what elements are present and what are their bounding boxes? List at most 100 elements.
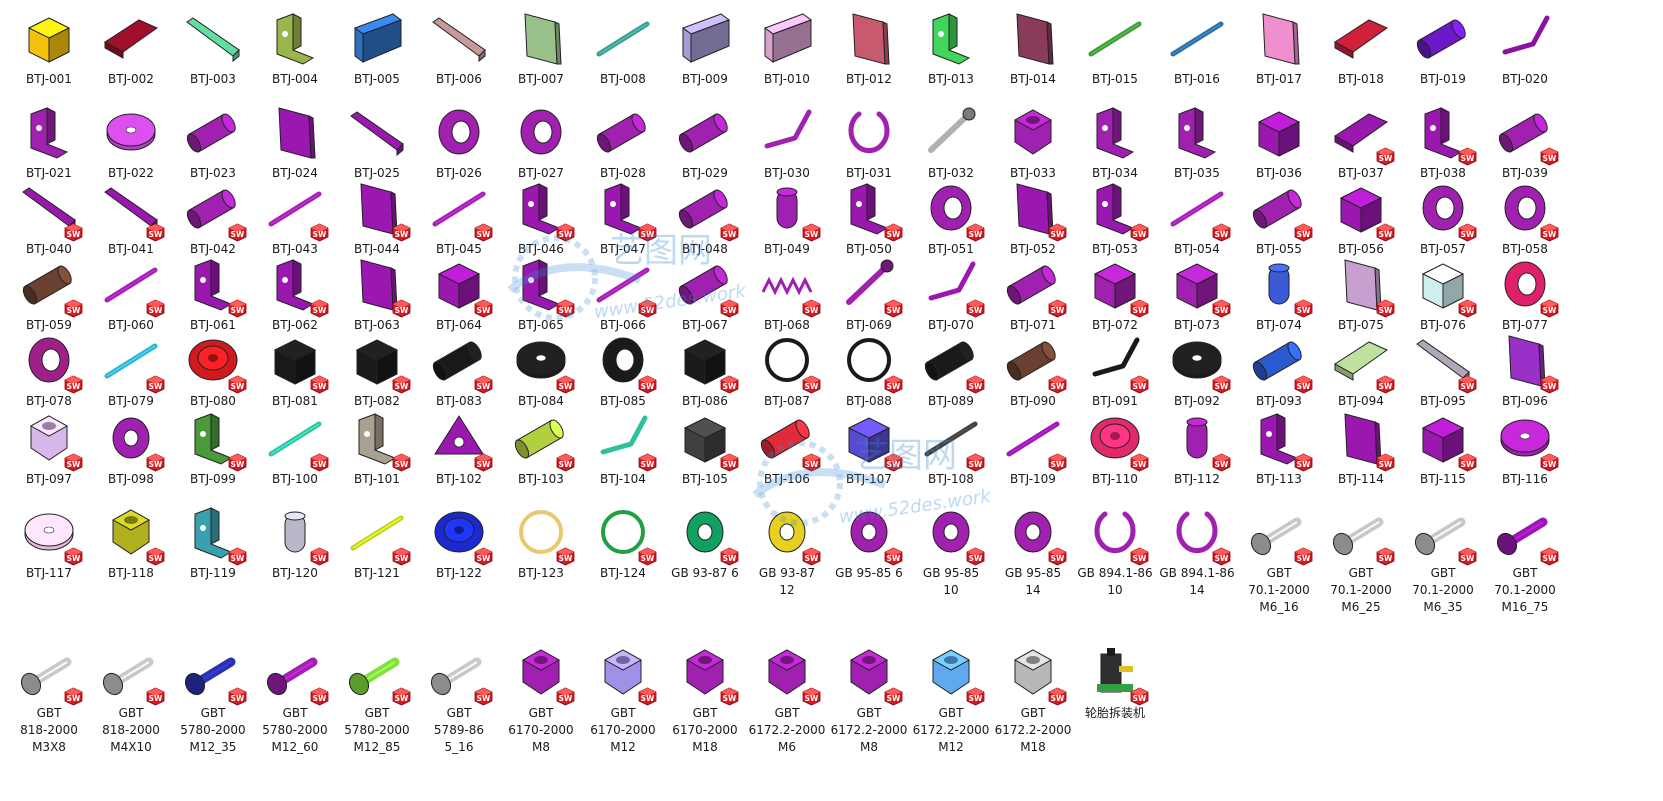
file-item[interactable]: BTJ-018: [1318, 6, 1404, 88]
file-item[interactable]: BTJ-007: [498, 6, 584, 88]
file-item[interactable]: BTJ-017: [1236, 6, 1322, 88]
file-item[interactable]: BTJ-002: [88, 6, 174, 88]
file-item[interactable]: BTJ-023: [170, 100, 256, 182]
file-item[interactable]: BTJ-010: [744, 6, 830, 88]
file-item[interactable]: BTJ-001: [6, 6, 92, 88]
file-item[interactable]: BTJ-036: [1236, 100, 1322, 182]
file-item[interactable]: BTJ-003: [170, 6, 256, 88]
file-item[interactable]: BTJ-006: [416, 6, 502, 88]
file-item[interactable]: BTJ-035: [1154, 100, 1240, 182]
file-item[interactable]: BTJ-020: [1482, 6, 1568, 88]
file-item[interactable]: BTJ-027: [498, 100, 584, 182]
file-item[interactable]: BTJ-033: [990, 100, 1076, 182]
file-item[interactable]: BTJ-016: [1154, 6, 1240, 88]
file-item[interactable]: BTJ-025: [334, 100, 420, 182]
file-item[interactable]: BTJ-028: [580, 100, 666, 182]
file-item[interactable]: BTJ-019: [1400, 6, 1486, 88]
file-item[interactable]: BTJ-013: [908, 6, 994, 88]
file-item[interactable]: BTJ-005: [334, 6, 420, 88]
file-item[interactable]: BTJ-014: [990, 6, 1076, 88]
file-item[interactable]: BTJ-009: [662, 6, 748, 88]
file-item[interactable]: BTJ-024: [252, 100, 338, 182]
file-item[interactable]: BTJ-034: [1072, 100, 1158, 182]
file-item[interactable]: BTJ-004: [252, 6, 338, 88]
file-item[interactable]: BTJ-012: [826, 6, 912, 88]
